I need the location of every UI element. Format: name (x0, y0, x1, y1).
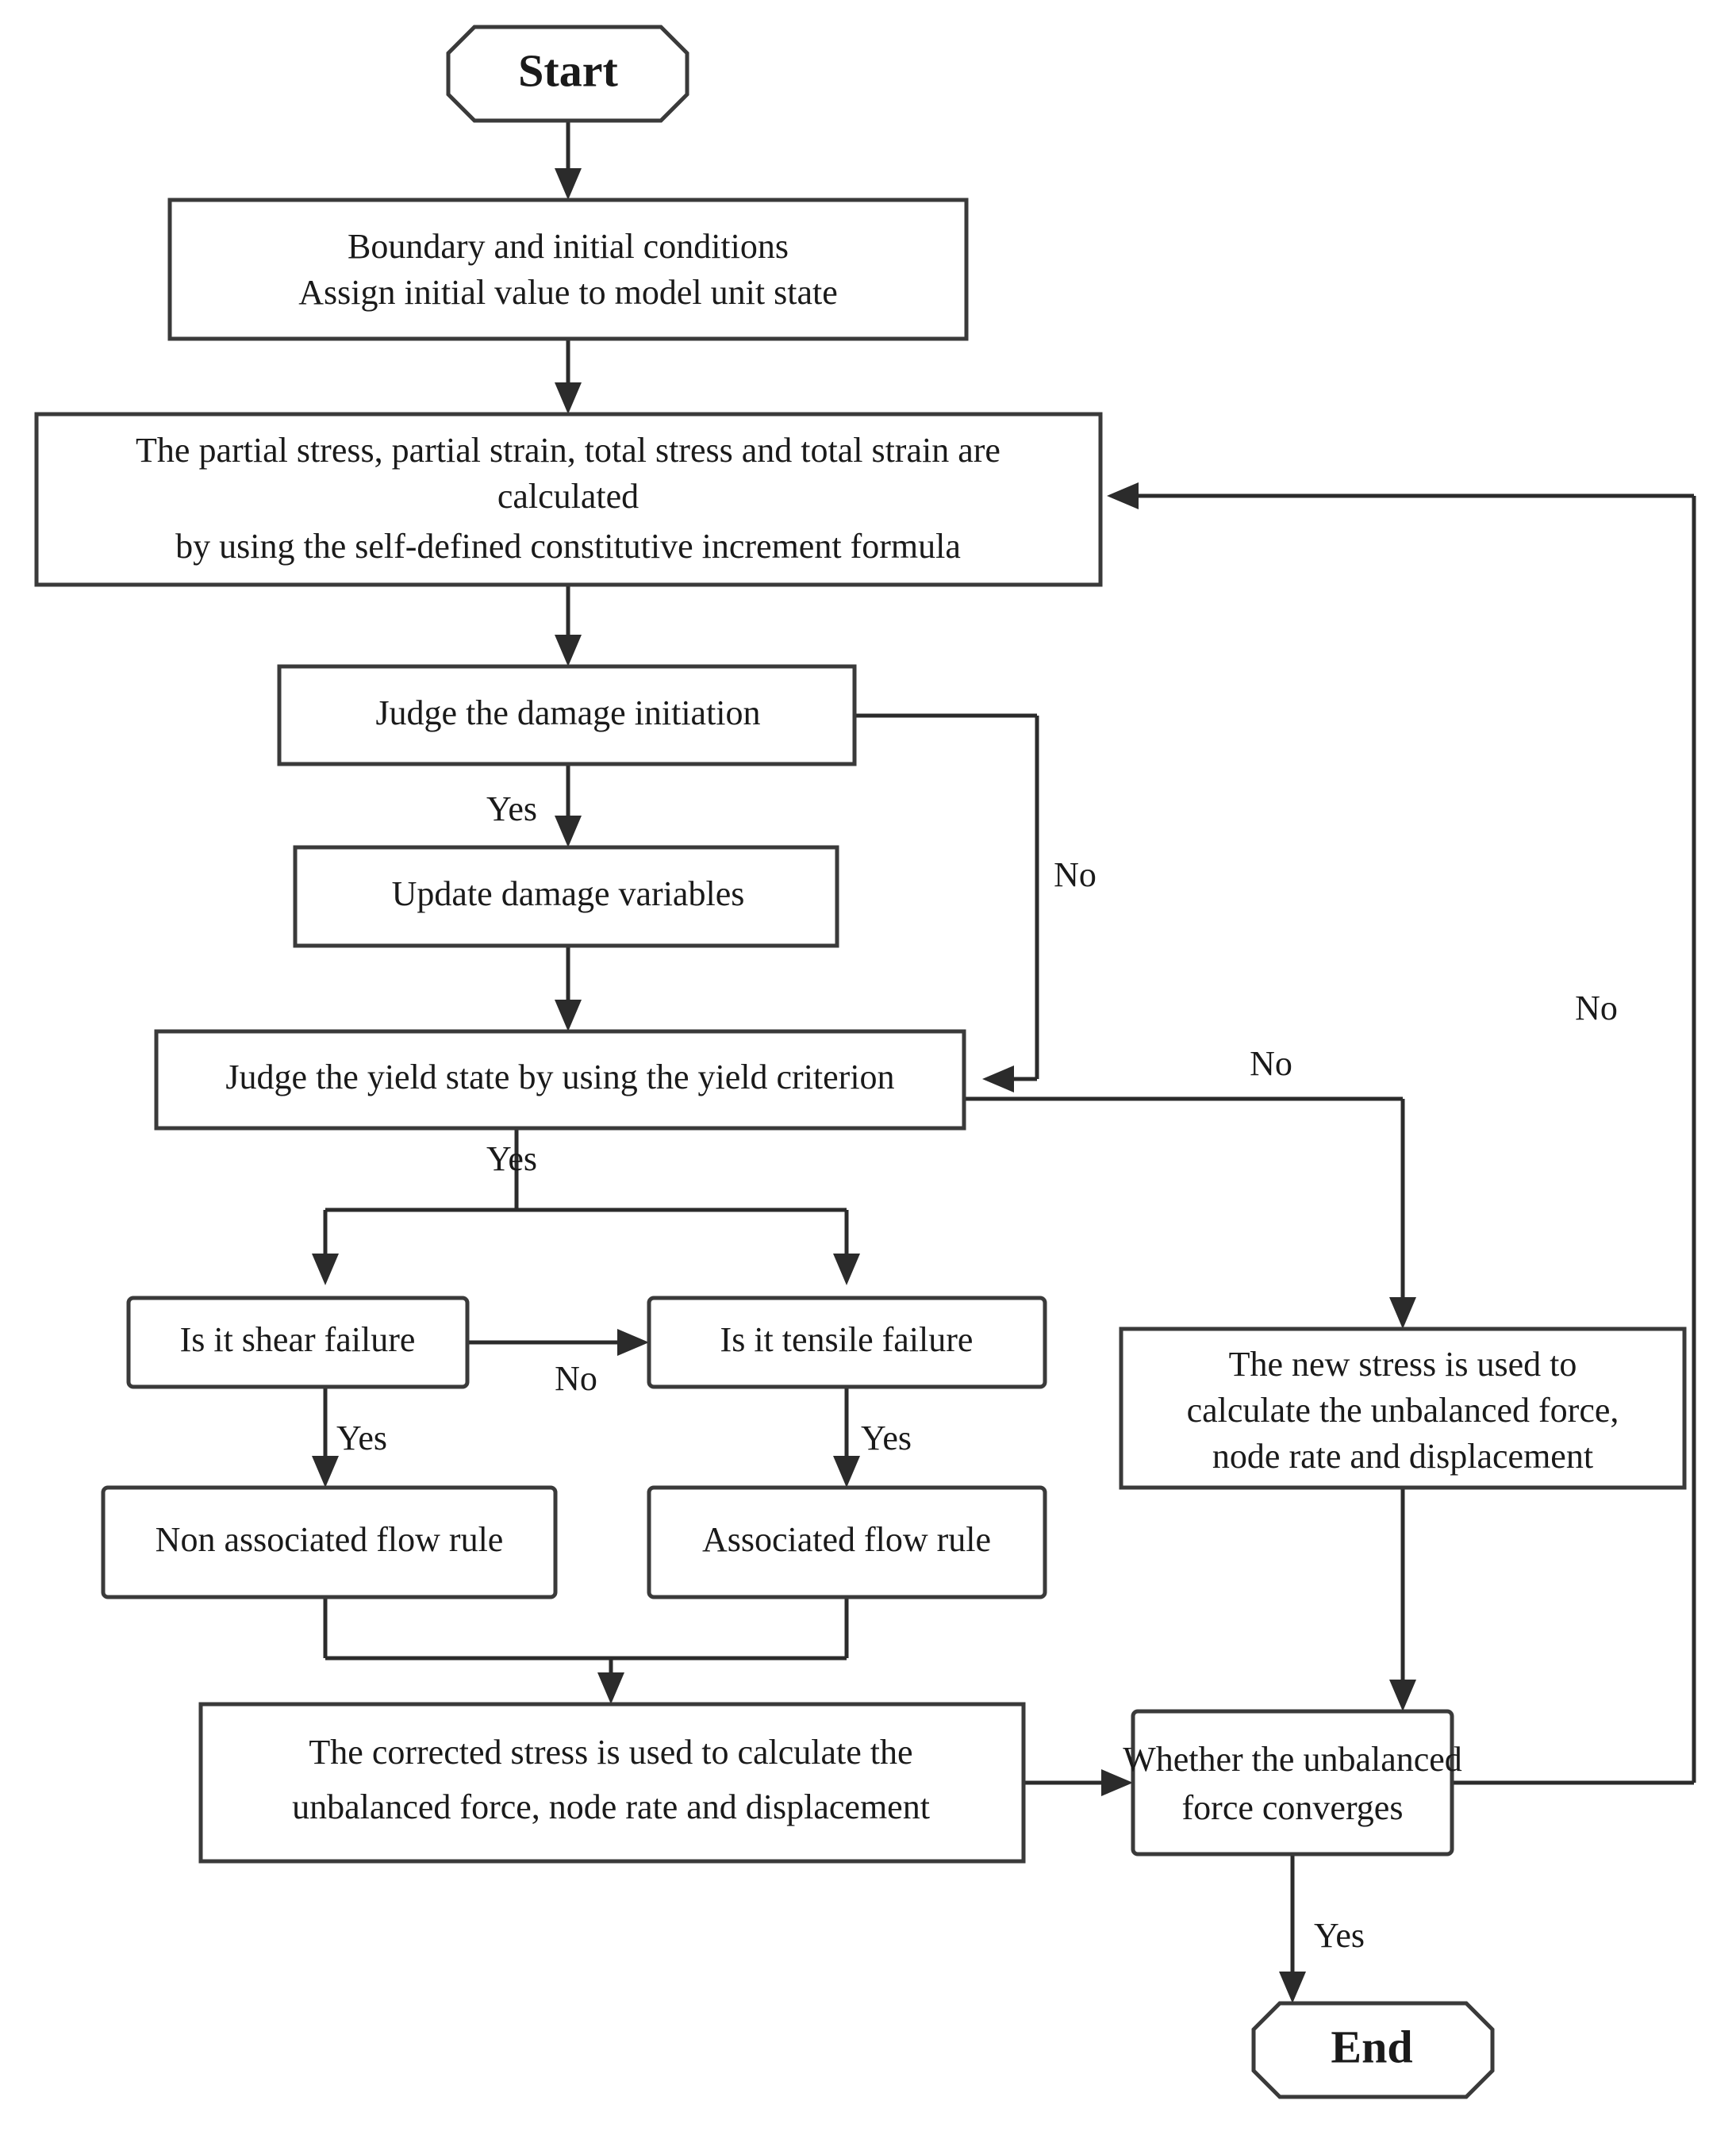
edge-constitutive-to-judge-damage (555, 585, 582, 666)
edge-initial-to-constitutive (555, 339, 582, 414)
edge-label-converge-yes: Yes (1314, 1916, 1365, 1955)
edge-label-converge-no: No (1575, 989, 1618, 1027)
node-constitutive[interactable]: The partial stress, partial strain, tota… (34, 412, 1103, 587)
tensile-failure-label: Is it tensile failure (720, 1320, 974, 1359)
edge-judge-damage-no (855, 713, 1039, 1092)
node-non-associated-flow-rule[interactable]: Non associated flow rule (101, 1485, 558, 1599)
constitutive-line1: The partial stress, partial strain, tota… (136, 431, 1001, 470)
edge-label-damage-yes: Yes (486, 789, 537, 828)
edge-judge-damage-yes (555, 764, 582, 847)
edge-new-stress-to-converges (1389, 1488, 1416, 1711)
edge-label-damage-no: No (1054, 855, 1097, 894)
edge-label-shear-no: No (555, 1359, 597, 1398)
edge-tensile-yes (833, 1387, 860, 1488)
update-damage-label: Update damage variables (392, 874, 745, 913)
judge-damage-label: Judge the damage initiation (375, 693, 760, 732)
edge-start-to-initial (555, 121, 582, 200)
edge-judge-yield-no (964, 1096, 1416, 1329)
judge-yield-label: Judge the yield state by using the yield… (225, 1058, 894, 1096)
node-update-damage[interactable]: Update damage variables (293, 845, 839, 948)
corrected-stress-line2: unbalanced force, node rate and displace… (292, 1787, 930, 1826)
non-associated-label: Non associated flow rule (156, 1520, 504, 1559)
associated-label: Associated flow rule (702, 1520, 991, 1559)
node-judge-damage[interactable]: Judge the damage initiation (277, 664, 857, 766)
node-corrected-stress[interactable]: The corrected stress is used to calculat… (198, 1702, 1026, 1864)
end-label: End (1331, 2021, 1412, 2072)
edge-label-shear-yes: Yes (336, 1419, 387, 1457)
node-judge-yield[interactable]: Judge the yield state by using the yield… (154, 1029, 966, 1131)
initial-conditions-line2: Assign initial value to model unit state (298, 273, 837, 312)
node-tensile-failure[interactable]: Is it tensile failure (647, 1296, 1047, 1389)
edge-shear-no-to-tensile (467, 1329, 649, 1356)
converges-line1: Whether the unbalanced (1123, 1740, 1462, 1779)
constitutive-line3: by using the self-defined constitutive i… (175, 527, 961, 566)
start-label: Start (518, 44, 618, 96)
initial-conditions-line1: Boundary and initial conditions (348, 227, 789, 266)
edge-update-damage-to-judge-yield (555, 946, 582, 1031)
edge-converges-yes (1279, 1854, 1306, 2003)
edge-judge-yield-yes (312, 1128, 860, 1285)
node-converges[interactable]: Whether the unbalanced force converges (1123, 1709, 1462, 1856)
node-shear-failure[interactable]: Is it shear failure (126, 1296, 470, 1389)
node-start[interactable]: Start (446, 25, 689, 123)
node-new-stress[interactable]: The new stress is used to calculate the … (1119, 1327, 1687, 1490)
edge-label-yield-no: No (1250, 1044, 1292, 1083)
edge-label-tensile-yes: Yes (861, 1419, 912, 1457)
new-stress-line2: calculate the unbalanced force, (1187, 1391, 1619, 1430)
edge-flow-rules-merge (323, 1597, 849, 1704)
edge-converges-no (1107, 482, 1696, 1785)
node-end[interactable]: End (1251, 2001, 1495, 2099)
edge-shear-yes (312, 1387, 339, 1488)
corrected-stress-line1: The corrected stress is used to calculat… (309, 1733, 912, 1772)
edge-corrected-to-converges (1024, 1769, 1133, 1796)
node-associated-flow-rule[interactable]: Associated flow rule (647, 1485, 1047, 1599)
new-stress-line1: The new stress is used to (1229, 1345, 1577, 1384)
new-stress-line3: node rate and displacement (1212, 1437, 1593, 1476)
edge-label-yield-yes: Yes (486, 1139, 537, 1178)
shear-failure-label: Is it shear failure (180, 1320, 416, 1359)
constitutive-line2: calculated (497, 477, 639, 516)
converges-line2: force converges (1182, 1788, 1404, 1827)
node-initial-conditions[interactable]: Boundary and initial conditions Assign i… (167, 198, 969, 341)
